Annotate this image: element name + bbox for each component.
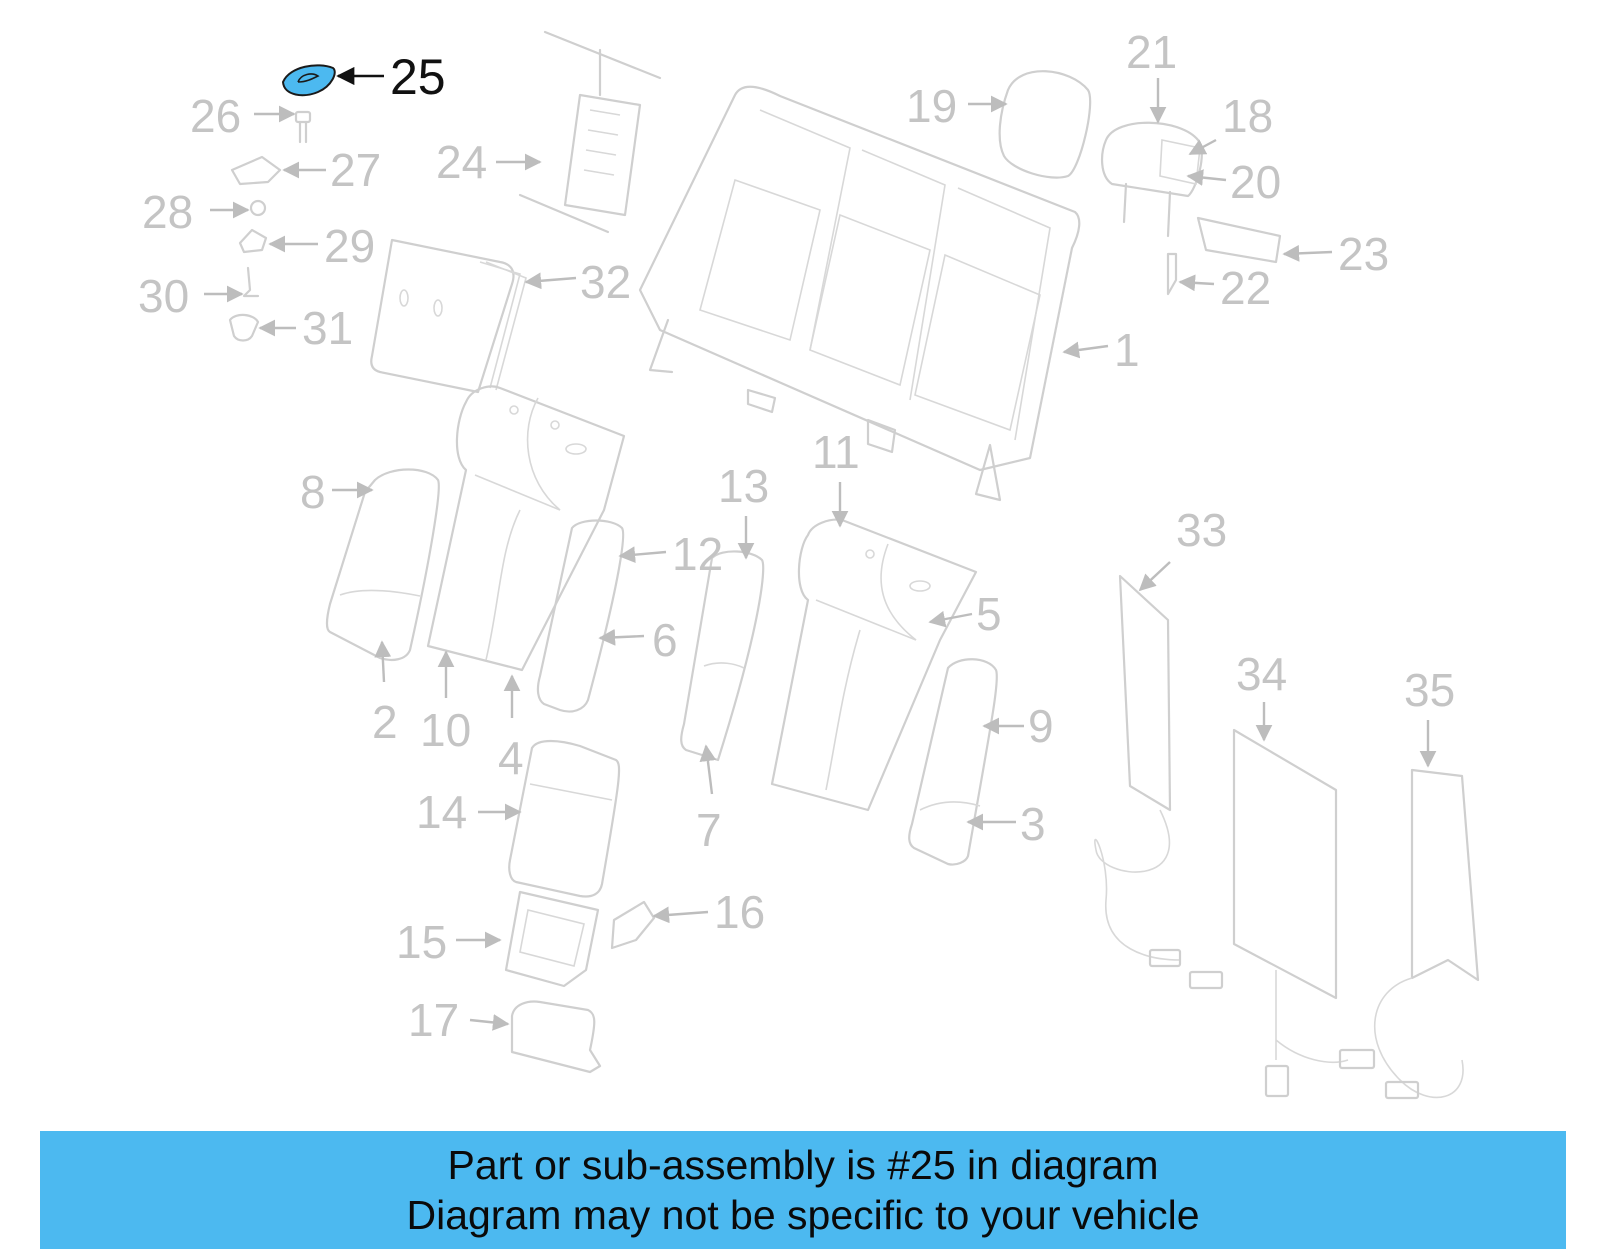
callout-7[interactable]: 7 xyxy=(696,804,722,856)
part-33-heater-element xyxy=(1094,574,1224,990)
callout-34[interactable]: 34 xyxy=(1236,648,1287,700)
part-21-headrest xyxy=(1100,121,1203,238)
part-34-heater-pad xyxy=(1232,728,1376,1098)
callout-10[interactable]: 10 xyxy=(420,704,471,756)
callout-30[interactable]: 30 xyxy=(138,270,189,322)
part-29-clip xyxy=(238,228,268,254)
leader-17 xyxy=(469,1014,510,1031)
part-32-pad xyxy=(370,238,527,394)
callout-29[interactable]: 29 xyxy=(324,220,375,272)
part-23-bracket xyxy=(1196,216,1282,264)
callout-22[interactable]: 22 xyxy=(1220,262,1271,314)
part-28-washer xyxy=(249,199,267,217)
leader-22 xyxy=(1178,274,1215,292)
part-17-cup-holder xyxy=(510,1000,602,1074)
part-14-armrest xyxy=(508,739,621,898)
leader-7 xyxy=(699,744,717,795)
part-22-guide xyxy=(1166,252,1178,296)
callout-33[interactable]: 33 xyxy=(1176,504,1227,556)
part-35-heater-element xyxy=(1373,768,1480,1100)
leader-1 xyxy=(1062,341,1109,359)
leader-18 xyxy=(1188,138,1217,156)
callout-8[interactable]: 8 xyxy=(300,466,326,518)
callout-2[interactable]: 2 xyxy=(372,696,398,748)
banner-line-part-number: Part or sub-assembly is #25 in diagram xyxy=(447,1142,1159,1188)
part-31-cap xyxy=(228,313,260,342)
part-15-armrest-frame xyxy=(504,890,600,988)
callout-3[interactable]: 3 xyxy=(1020,798,1046,850)
part-26-bolt xyxy=(294,110,312,144)
callout-35[interactable]: 35 xyxy=(1404,664,1455,716)
part-19-headrest xyxy=(998,70,1092,179)
callout-14[interactable]: 14 xyxy=(416,786,467,838)
callout-13[interactable]: 13 xyxy=(718,460,769,512)
info-banner: Part or sub-assembly is #25 in diagram D… xyxy=(40,1131,1566,1249)
leader-2 xyxy=(374,640,392,683)
banner-line-disclaimer: Diagram may not be specific to your vehi… xyxy=(406,1192,1200,1238)
leader-12 xyxy=(618,546,667,564)
callout-19[interactable]: 19 xyxy=(906,80,957,132)
callout-12[interactable]: 12 xyxy=(672,528,723,580)
callout-31[interactable]: 31 xyxy=(302,302,353,354)
callout-5[interactable]: 5 xyxy=(976,588,1002,640)
part-24-latch-mechanism xyxy=(518,30,662,234)
callout-32[interactable]: 32 xyxy=(580,256,631,308)
callout-6[interactable]: 6 xyxy=(652,614,678,666)
leader-20 xyxy=(1186,169,1227,186)
callout-28[interactable]: 28 xyxy=(142,186,193,238)
parts-diagram: 25 26 27 28 29 30 31 24 32 1 19 21 18 20… xyxy=(138,26,1480,1100)
callout-9[interactable]: 9 xyxy=(1028,700,1054,752)
leader-33 xyxy=(1138,561,1171,592)
part-10-seatback-cover xyxy=(426,385,626,672)
part-30-pin xyxy=(242,266,260,298)
callout-25[interactable]: 25 xyxy=(390,49,446,105)
part-11-seatback-cover xyxy=(770,518,978,812)
leader-6 xyxy=(598,628,645,646)
callout-18[interactable]: 18 xyxy=(1222,90,1273,142)
leader-16 xyxy=(652,906,709,924)
callout-1[interactable]: 1 xyxy=(1114,324,1140,376)
part-27-bracket xyxy=(230,155,282,186)
leader-5 xyxy=(928,610,973,628)
callout-4[interactable]: 4 xyxy=(498,732,524,784)
part-16-hinge xyxy=(610,900,656,950)
part-1-seatback-frame xyxy=(638,85,1081,502)
callout-15[interactable]: 15 xyxy=(396,916,447,968)
part-9-bolster xyxy=(908,658,998,866)
callout-26[interactable]: 26 xyxy=(190,90,241,142)
part-12-bolster xyxy=(536,519,625,713)
callout-24[interactable]: 24 xyxy=(436,136,487,188)
callout-11[interactable]: 11 xyxy=(812,426,860,478)
callout-27[interactable]: 27 xyxy=(330,144,381,196)
part-25-bezel[interactable] xyxy=(281,64,336,97)
callout-16[interactable]: 16 xyxy=(714,886,765,938)
callout-20[interactable]: 20 xyxy=(1230,156,1281,208)
callout-17[interactable]: 17 xyxy=(408,994,459,1046)
part-8-side-cushion xyxy=(325,468,440,661)
leader-23 xyxy=(1282,244,1333,262)
part-13-side-bolster xyxy=(680,550,765,762)
leader-32 xyxy=(524,272,577,290)
callout-23[interactable]: 23 xyxy=(1338,228,1389,280)
callout-21[interactable]: 21 xyxy=(1126,26,1177,78)
